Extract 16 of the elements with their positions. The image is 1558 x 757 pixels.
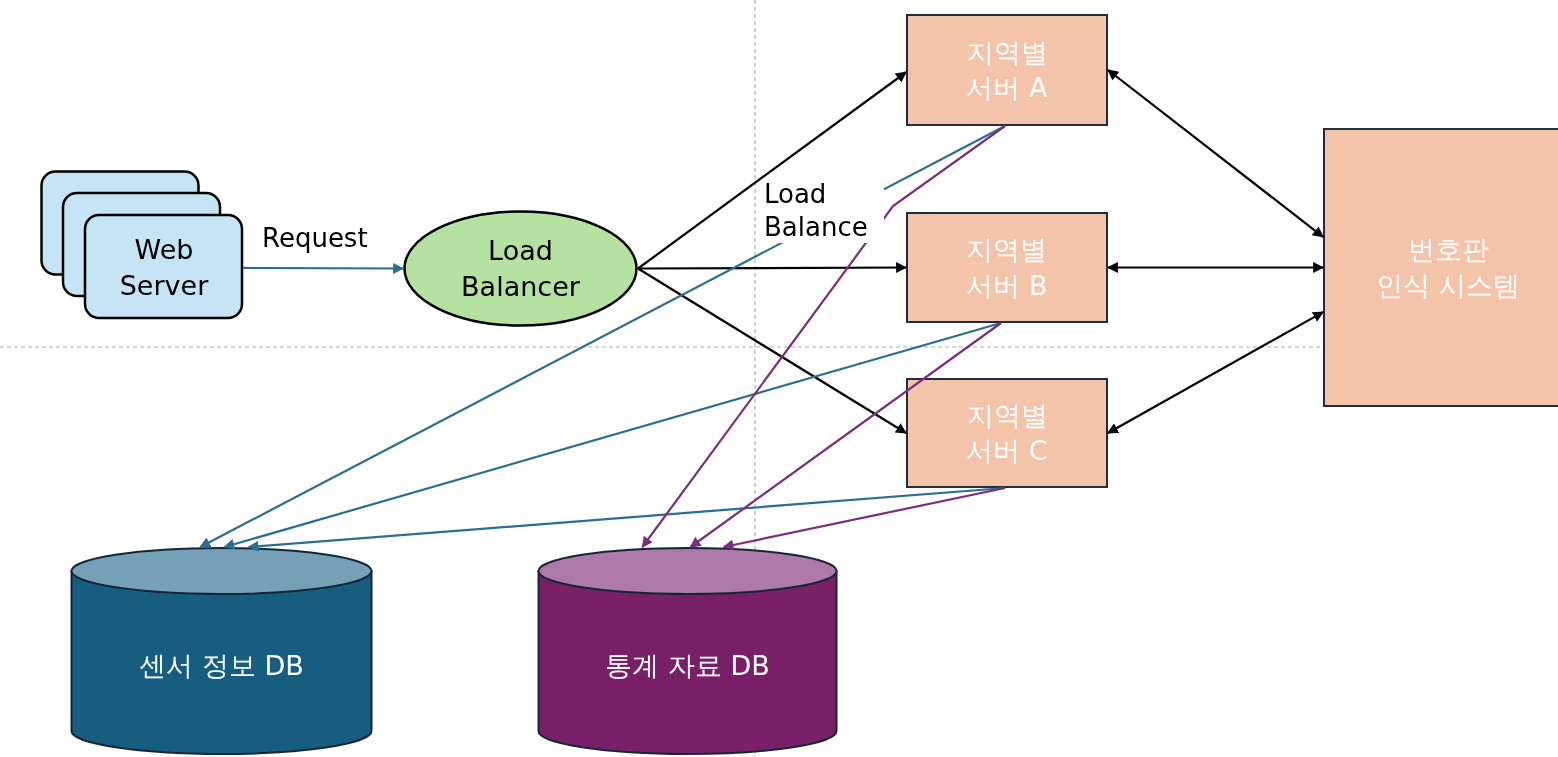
server-box: 지역별 서버 C: [906, 378, 1108, 488]
arrow: [637, 71, 907, 270]
arrow: [1107, 311, 1324, 434]
server-box: 지역별 서버 A: [906, 14, 1108, 126]
arrow: [637, 267, 907, 434]
arrow: [641, 125, 1006, 548]
arrow: [689, 322, 1002, 548]
system-box: 번호판 인식 시스템: [1323, 128, 1558, 407]
ellipse-node: Load Balancer: [403, 210, 638, 327]
server-box: 지역별 서버 B: [906, 212, 1108, 323]
arrow: [722, 486, 1006, 551]
arrow: [243, 262, 405, 274]
arrow: [223, 321, 1002, 550]
arrow: [638, 262, 908, 274]
arrow: [1106, 262, 1325, 273]
arrow: [1107, 69, 1324, 238]
